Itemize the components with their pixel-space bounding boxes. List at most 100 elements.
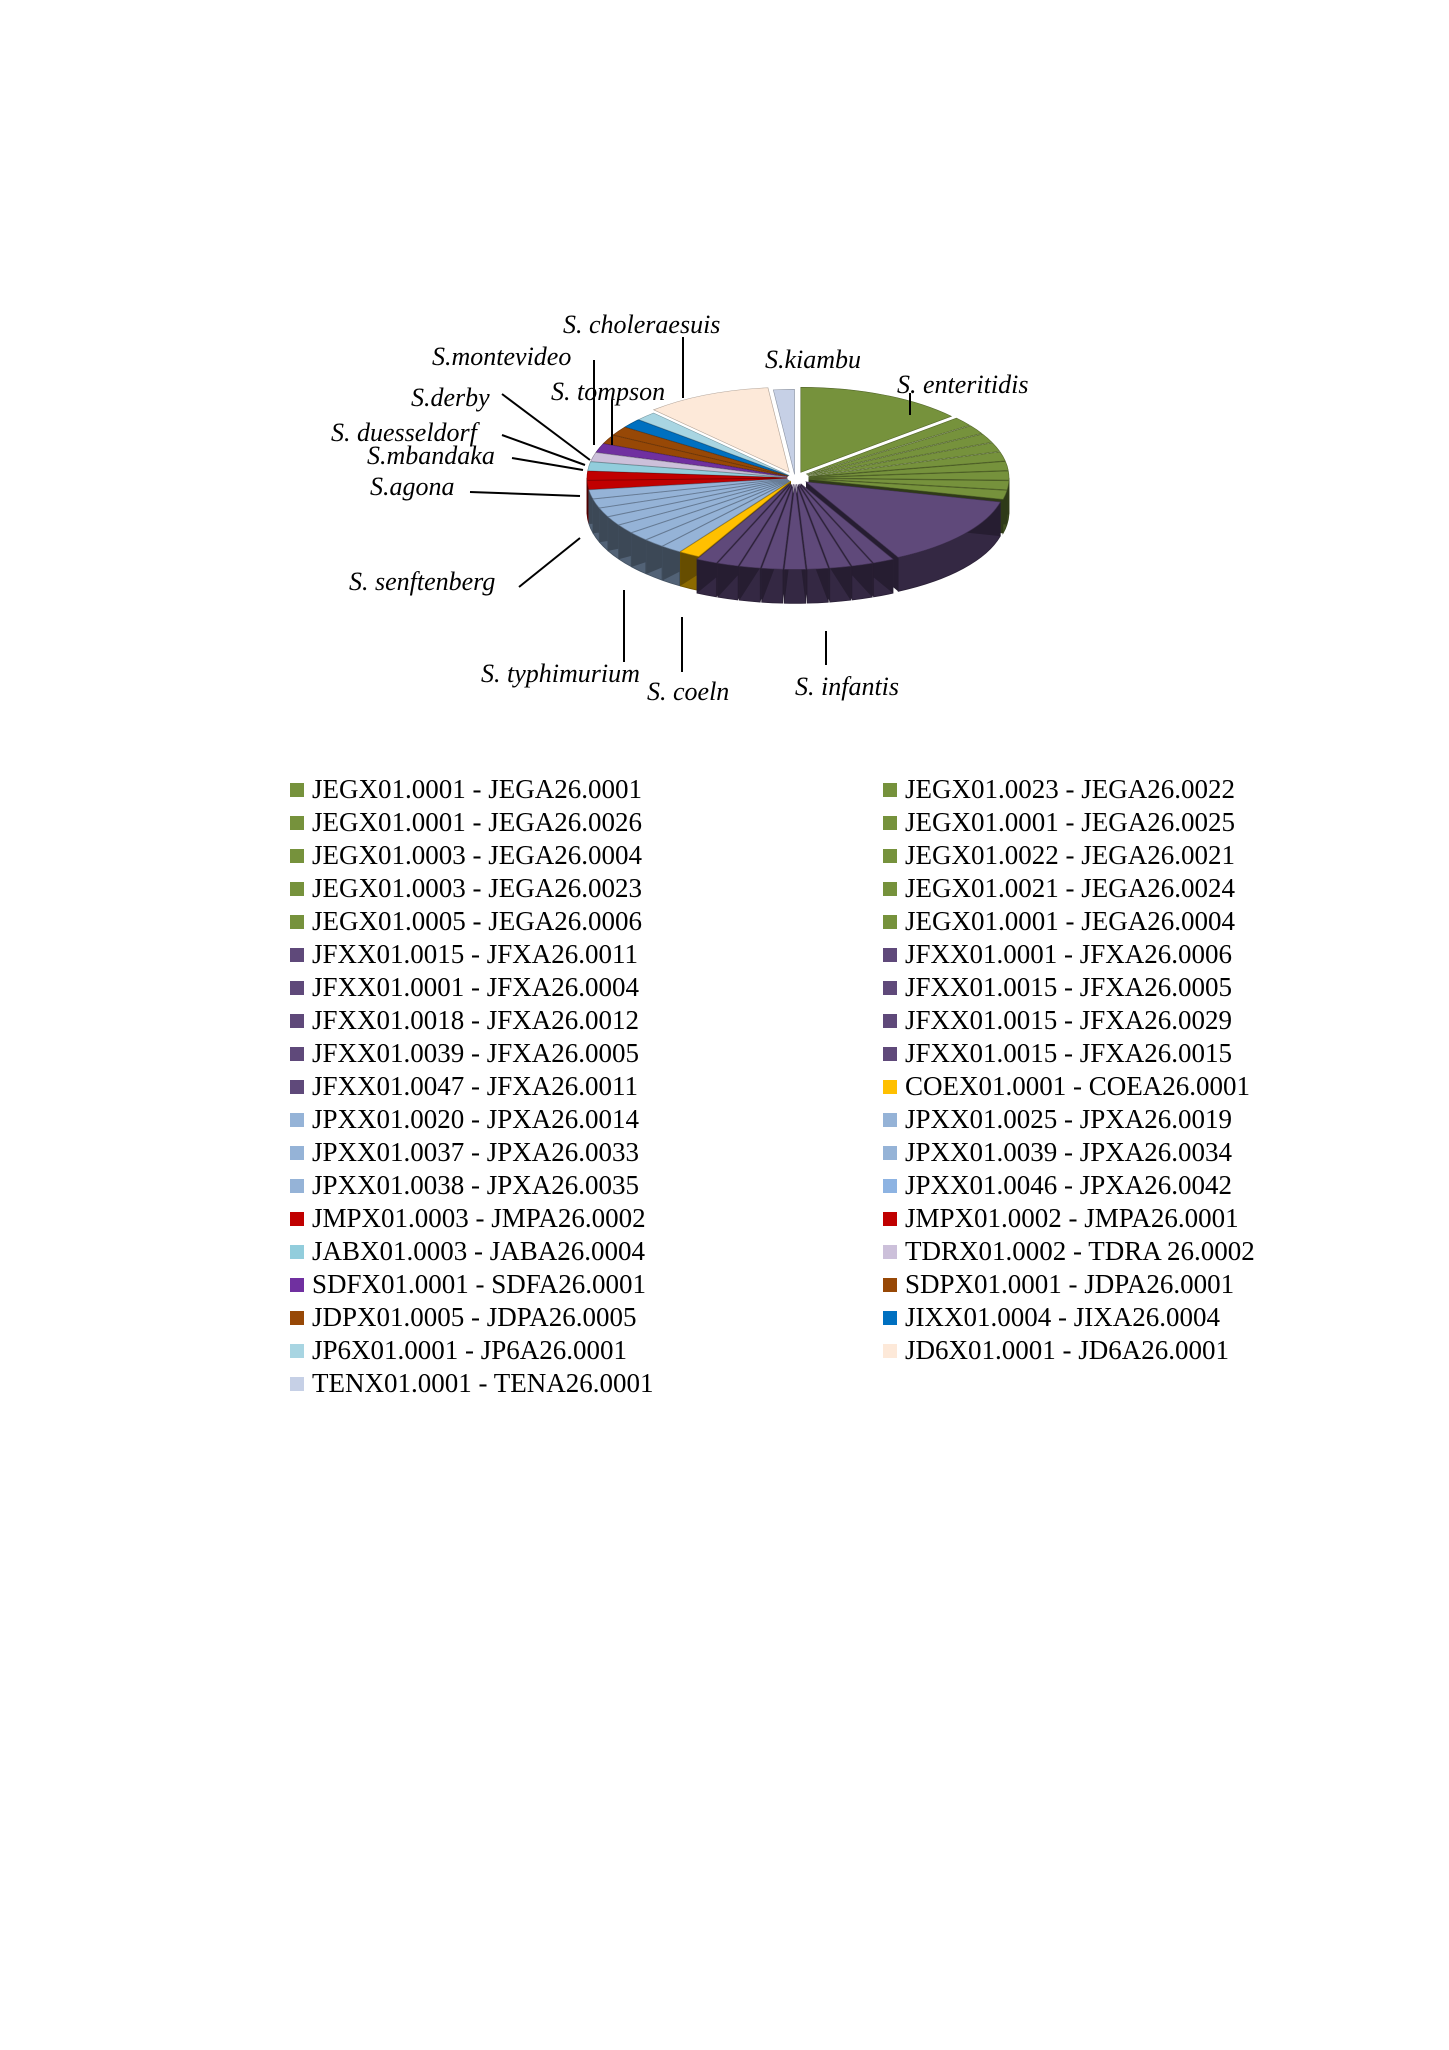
pie-slice [799,483,873,567]
callout-lines [469,337,911,672]
legend-item: SDPX01.0001 - JDPA26.0001 [883,1268,1310,1301]
legend-swatch [290,1211,304,1226]
legend-label: TDRX01.0002 - TDRA 26.0002 [905,1236,1255,1266]
legend-swatch [883,1211,897,1226]
pie-slice [696,483,790,564]
legend-item: JPXX01.0020 - JPXA26.0014 [290,1103,883,1136]
callout-line-agona [469,491,581,497]
legend-item: JFXX01.0039 - JFXA26.0005 [290,1037,883,1070]
legend-swatch [883,1244,897,1259]
legend-swatch [883,980,897,995]
legend-item: JEGX01.0001 - JEGA26.0026 [290,806,883,839]
legend-swatch [290,1013,304,1028]
callout-label: S. duesseldorf [331,418,481,447]
pie-slice [637,412,790,476]
pie-slice [807,433,993,476]
legend-label: JPXX01.0038 - JPXA26.0035 [312,1170,640,1200]
legend-item: JEGX01.0003 - JEGA26.0023 [290,872,883,905]
pie-slice [679,480,792,557]
legend-label: JFXX01.0001 - JFXA26.0006 [905,939,1233,969]
legend-label: JEGX01.0001 - JEGA26.0001 [312,774,642,804]
legend-label: JFXX01.0039 - JFXA26.0005 [312,1038,640,1068]
legend-item: JEGX01.0001 - JEGA26.0004 [883,905,1310,938]
legend-swatch [883,947,897,962]
pie-slice [772,389,795,475]
legend-label: JPXX01.0039 - JPXA26.0034 [905,1137,1233,1167]
legend-label: JPXX01.0025 - JPXA26.0019 [905,1104,1233,1134]
callout-line-senftenberg [518,537,581,588]
legend-label: JPXX01.0037 - JPXA26.0033 [312,1137,640,1167]
legend-item: JPXX01.0038 - JPXA26.0035 [290,1169,883,1202]
legend-item: TDRX01.0002 - TDRA 26.0002 [883,1235,1310,1268]
legend-label: JD6X01.0001 - JD6A26.0001 [905,1335,1229,1365]
legend-label: JEGX01.0003 - JEGA26.0023 [312,873,642,903]
legend-label: JEGX01.0022 - JEGA26.0021 [905,840,1235,870]
legend-item: JD6X01.0001 - JD6A26.0001 [883,1334,1310,1367]
pie-slice [808,442,1001,477]
legend: JEGX01.0001 - JEGA26.0001 JEGX01.0023 - J… [290,773,1310,1400]
legend-item: COEX01.0001 - COEA26.0001 [883,1070,1310,1103]
legend-swatch [290,1376,304,1391]
legend-item: JFXX01.0018 - JFXA26.0012 [290,1004,883,1037]
legend-label: JIXX01.0004 - JIXA26.0004 [905,1302,1220,1332]
callout-label: S.montevideo [432,342,571,371]
pie-slice [612,426,789,477]
pie-slice [630,480,790,540]
legend-label: JFXX01.0015 - JFXA26.0011 [312,939,639,969]
callout-line-derby [501,393,591,461]
callout-label: S. enteritidis [897,370,1028,399]
legend-swatch [883,1013,897,1028]
legend-label: COEX01.0001 - COEA26.0001 [905,1071,1250,1101]
callout-line-duesseldorf [501,434,586,466]
legend-item: JFXX01.0001 - JFXA26.0006 [883,938,1310,971]
pie-slice [808,470,1010,481]
legend-swatch [290,815,304,830]
legend-item: JEGX01.0022 - JEGA26.0021 [883,839,1310,872]
legend-label: JEGX01.0021 - JEGA26.0024 [905,873,1235,903]
legend-swatch [883,881,897,896]
legend-swatch [883,1079,897,1094]
legend-item: JPXX01.0046 - JPXA26.0042 [883,1169,1310,1202]
legend-label: JPXX01.0020 - JPXA26.0014 [312,1104,640,1134]
pie-slices [586,386,1010,604]
pie-slice [595,443,788,478]
legend-item: JPXX01.0025 - JPXA26.0019 [883,1103,1310,1136]
legend-label: JABX01.0003 - JABA26.0004 [312,1236,646,1266]
callout-label: S.agona [370,472,455,501]
pie-slice [796,484,829,570]
legend-swatch [883,1343,897,1358]
pie-slice [805,417,971,475]
legend-label: JFXX01.0015 - JFXA26.0029 [905,1005,1233,1035]
legend-item: JMPX01.0002 - JMPA26.0001 [883,1202,1310,1235]
pie-slice [587,461,788,478]
pie-slice [808,478,1008,500]
legend-label: JP6X01.0001 - JP6A26.0001 [312,1335,628,1365]
legend-swatch [290,1112,304,1127]
legend-label: TENX01.0001 - TENA26.0001 [312,1368,654,1398]
legend-label: JFXX01.0001 - JFXA26.0004 [312,972,640,1002]
legend-label: JEGX01.0001 - JEGA26.0026 [312,807,642,837]
pie-slice [618,479,789,533]
pie-slice [586,477,788,490]
legend-label: JFXX01.0047 - JFXA26.0011 [312,1071,639,1101]
legend-label: JFXX01.0018 - JFXA26.0012 [312,1005,640,1035]
legend-label: JEGX01.0003 - JEGA26.0004 [312,840,642,870]
pie-slice [652,387,790,473]
callout-label: S. tompson [551,377,665,406]
legend-label: JEGX01.0001 - JEGA26.0025 [905,807,1235,837]
legend-item: JMPX01.0003 - JMPA26.0002 [290,1202,883,1235]
legend-swatch [290,782,304,797]
legend-item: JEGX01.0023 - JEGA26.0022 [883,773,1310,806]
legend-swatch [290,980,304,995]
pie-slice [808,461,1009,478]
legend-item: JFXX01.0015 - JFXA26.0005 [883,971,1310,1004]
legend-swatch [290,1046,304,1061]
legend-item: JEGX01.0001 - JEGA26.0025 [883,806,1310,839]
legend-swatch [883,815,897,830]
legend-swatch [290,1145,304,1160]
pie-slice [800,483,894,564]
legend-swatch [290,1343,304,1358]
callout-label: S. choleraesuis [563,310,720,339]
legend-item: TENX01.0001 - TENA26.0001 [290,1367,883,1400]
legend-label: SDPX01.0001 - JDPA26.0001 [905,1269,1235,1299]
